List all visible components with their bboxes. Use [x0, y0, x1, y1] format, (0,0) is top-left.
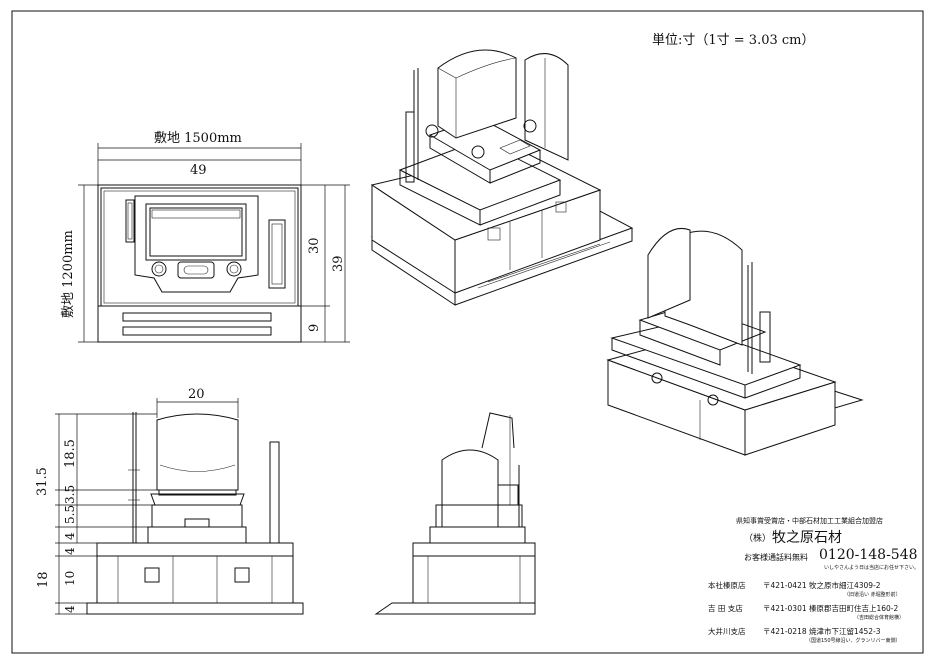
front-dim-18-5: 18.5 — [63, 439, 78, 468]
tollfree-number[interactable]: 0120-148-548 — [819, 547, 918, 563]
branch-note-0: （旧道沿い 赤堀整形前） — [844, 592, 901, 598]
plan-dim-30: 30 — [307, 237, 322, 254]
branch-address-0: 〒421-0421 牧之原市細江4309-2 — [763, 581, 881, 590]
plan-depth-label: 敷地 1200mm — [61, 230, 76, 318]
plan-dim-39: 39 — [331, 255, 346, 272]
front-elevation — [86, 412, 304, 615]
front-dim-18: 18 — [36, 571, 51, 588]
tollfree-note: いしやさんよう日は当店にお任せ下さい。 — [824, 565, 919, 571]
tollfree-label: お客様通話料無料 — [744, 553, 808, 562]
branch-address-2: 〒421-0218 焼津市下江留1452-3 — [763, 627, 881, 636]
front-dim-4-a: 4 — [63, 547, 77, 555]
branch-name-2: 大井川支店 — [708, 627, 746, 636]
plan-dim-49: 49 — [190, 163, 207, 178]
branch-address-1: 〒421-0301 榛原郡吉田町住吉上160-2 — [763, 604, 899, 613]
company-prefix: （株） — [744, 534, 772, 544]
plan-width-label: 敷地 1500mm — [154, 131, 242, 146]
branch-note-2: （国道150号線沿い、グランリバー東側） — [806, 638, 901, 644]
plan-dimensions — [78, 143, 350, 343]
isometric-view-rear — [606, 228, 864, 456]
front-dim-20: 20 — [188, 387, 205, 402]
branch-note-1: （吉田総合体育館横） — [854, 615, 905, 621]
branch-name-1: 吉 田 支店 — [708, 604, 743, 613]
company-info: 県知事賞受賞店・中部石材加工工業組合加盟店 （株） 牧之原石材 お客様通話料無料… — [668, 512, 919, 652]
plan-dim-9: 9 — [307, 324, 322, 332]
isometric-view-front — [370, 49, 634, 306]
side-elevation — [374, 412, 536, 615]
front-dim-4-b: 4 — [63, 605, 77, 613]
drawing-frame — [11, 10, 924, 654]
front-dim-3-5: 3.5 — [63, 485, 77, 504]
unit-note: 単位:寸（1寸 = 3.03 cm） — [652, 32, 815, 48]
front-dim-5-5: 5.5 — [63, 505, 77, 524]
plan-view — [97, 184, 302, 343]
company-name: 牧之原石材 — [772, 530, 842, 546]
front-dimensions — [55, 398, 239, 615]
front-dim-4-top: 4 — [63, 532, 77, 540]
branch-name-0: 本社榛原店 — [708, 581, 746, 590]
association-note: 県知事賞受賞店・中部石材加工工業組合加盟店 — [736, 517, 883, 525]
front-dim-10: 10 — [63, 571, 77, 586]
front-dim-31-5: 31.5 — [35, 467, 50, 496]
